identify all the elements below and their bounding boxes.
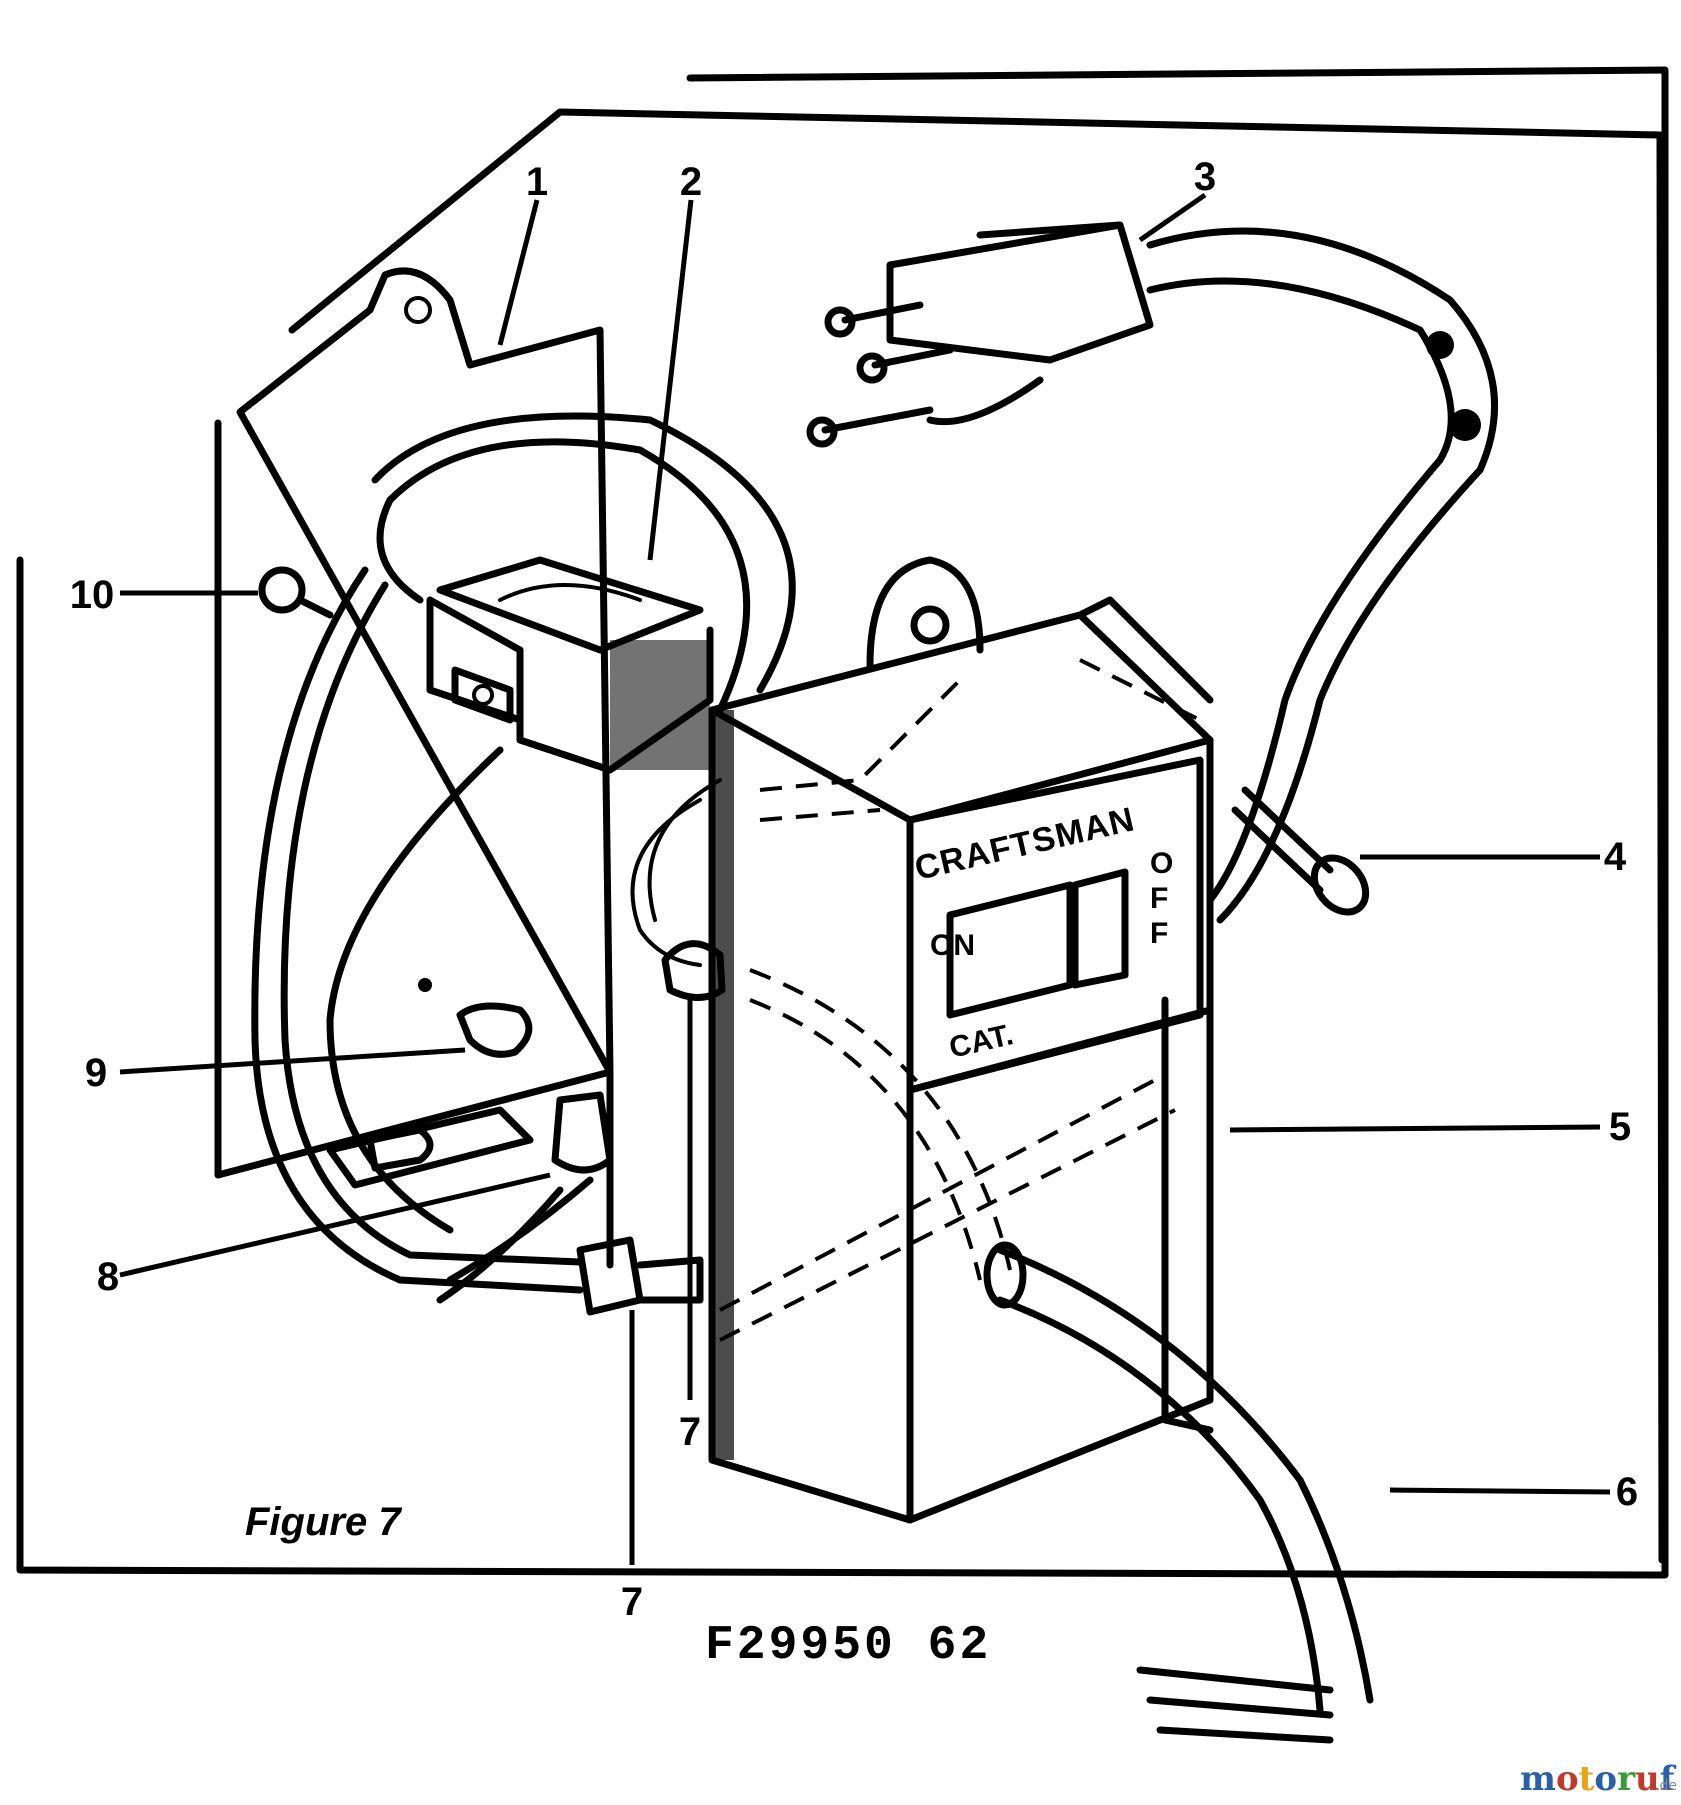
figure-caption: Figure 7 — [245, 1500, 402, 1544]
hidden-wiring — [719, 658, 1201, 1342]
callout-3: 3 — [1194, 155, 1216, 199]
leader-1 — [497, 199, 540, 346]
callout-8: 8 — [97, 1255, 119, 1299]
mounting-plate — [214, 267, 614, 1269]
leader-6 — [1389, 1487, 1611, 1495]
callout-6: 6 — [1616, 1470, 1638, 1514]
switch-off-letter-1: O — [1150, 847, 1173, 880]
watermark-letter: o — [1594, 1759, 1617, 1799]
watermark-logo: motoruf .de — [1520, 1759, 1677, 1799]
frame-outline — [16, 66, 1669, 1579]
switch-on-label: ON — [930, 929, 975, 962]
clamp-8 — [326, 1091, 614, 1189]
watermark-letter: r — [1617, 1759, 1636, 1799]
leader-9 — [119, 1047, 466, 1075]
screw-10 — [258, 566, 334, 619]
callout-numbers: 1 2 3 4 5 6 7 7 8 9 10 — [70, 155, 1638, 1624]
callout-2: 2 — [680, 160, 702, 204]
leader-5 — [1229, 1124, 1601, 1133]
catalog-label: CAT. — [946, 1018, 1016, 1065]
leader-8 — [119, 1172, 551, 1278]
watermark-letter: m — [1520, 1759, 1556, 1799]
leader-2 — [647, 199, 694, 561]
switch-off-letter-3: F — [1150, 917, 1168, 950]
callout-5: 5 — [1609, 1105, 1631, 1149]
callout-10: 10 — [70, 573, 115, 617]
switch-off-letter-2: F — [1150, 882, 1168, 915]
power-cord — [1146, 227, 1499, 924]
callout-7-upper: 7 — [679, 1410, 701, 1454]
leader-lines — [119, 192, 1611, 1565]
callout-4: 4 — [1604, 835, 1627, 879]
callout-9: 9 — [85, 1051, 107, 1095]
watermark-letter: t — [1579, 1759, 1595, 1799]
screw-4 — [1231, 786, 1370, 916]
watermark-letter: f — [1660, 1759, 1677, 1799]
transformer — [426, 556, 714, 774]
callout-1: 1 — [526, 160, 548, 204]
output-cord — [983, 1241, 1374, 1744]
cable-loops — [251, 412, 796, 1304]
watermark-name: motoruf — [1520, 1759, 1677, 1799]
switch-box-labels: CRAFTSMAN CAT. ON O F F — [911, 800, 1173, 1065]
wire-connector-7-lower — [576, 1236, 704, 1316]
watermark-suffix: .de — [1655, 1778, 1677, 1794]
screw-9 — [418, 978, 533, 1058]
callout-7-lower: 7 — [621, 1580, 643, 1624]
leader-3 — [1138, 192, 1207, 243]
part-code: F29950 62 — [705, 1619, 991, 1673]
watermark-letter: o — [1556, 1759, 1579, 1799]
power-plug — [806, 221, 1154, 448]
watermark-letter: u — [1635, 1759, 1660, 1799]
